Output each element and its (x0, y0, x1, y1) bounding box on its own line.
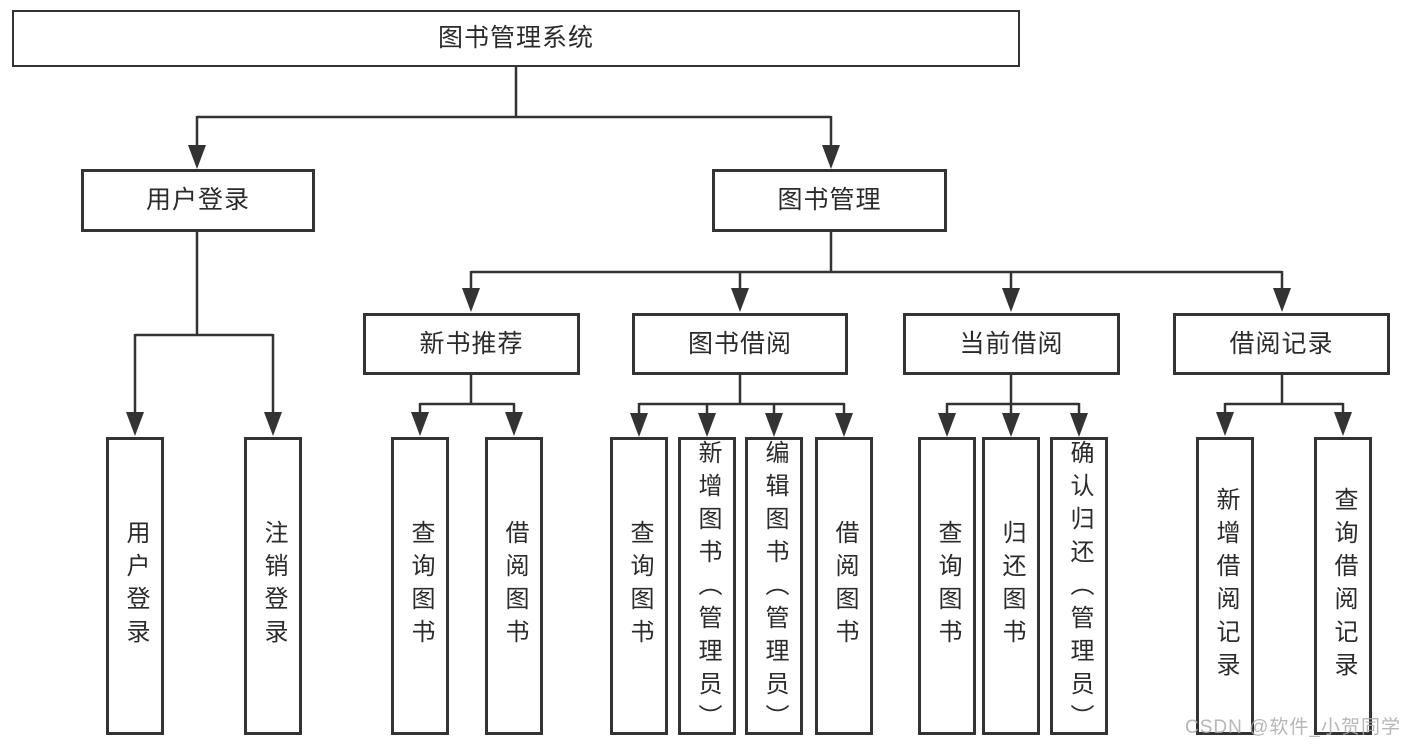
node-new-book-recommend: 新书推荐 (363, 313, 580, 375)
node-book-management: 图书管理 (712, 169, 947, 232)
leaf-borrow-query-book: 查询图书 (610, 437, 668, 735)
arrowheads (126, 145, 1352, 437)
leaf-record-query: 查询借阅记录 (1314, 437, 1372, 735)
node-root-system: 图书管理系统 (12, 10, 1020, 67)
leaf-current-query-book: 查询图书 (918, 437, 976, 735)
leaf-recommend-borrow-book: 借阅图书 (485, 437, 543, 735)
node-book-borrow: 图书借阅 (632, 313, 848, 375)
node-current-borrow: 当前借阅 (903, 313, 1120, 375)
watermark: CSDN @软件_小贺同学 (1185, 717, 1401, 738)
leaf-borrow-add-book-admin: 新增图书（管理员） (678, 437, 736, 737)
leaf-borrow-borrow-book: 借阅图书 (815, 437, 873, 735)
leaf-user-login: 用户登录 (106, 437, 164, 735)
leaf-recommend-query-book: 查询图书 (391, 437, 449, 735)
leaf-borrow-edit-book-admin: 编辑图书（管理员） (745, 437, 803, 737)
leaf-logout: 注销登录 (244, 437, 302, 735)
node-borrow-records: 借阅记录 (1173, 313, 1390, 375)
leaf-current-return-book: 归还图书 (982, 437, 1040, 735)
node-user-login: 用户登录 (81, 169, 315, 232)
leaf-record-add: 新增借阅记录 (1196, 437, 1254, 735)
leaf-current-confirm-return-admin: 确认归还（管理员） (1050, 437, 1108, 737)
